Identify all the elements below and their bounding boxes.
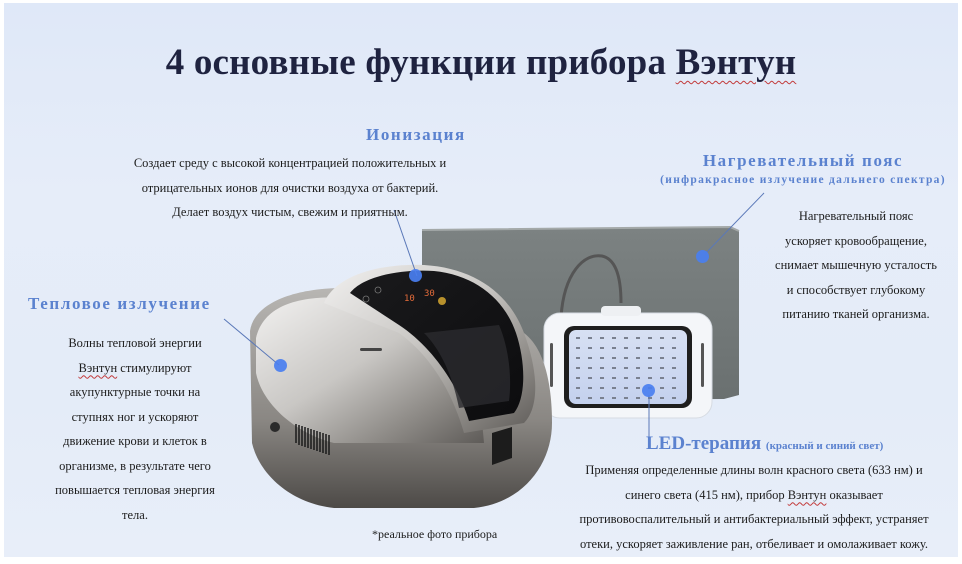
footnote: *реальное фото прибора	[372, 527, 498, 541]
page-title: 4 основные функции прибора Вэнтун	[4, 41, 958, 84]
ionization-callout-line	[393, 209, 418, 277]
thermal-line-rest: стимулируют	[120, 360, 192, 375]
title-text: 4 основные функции прибора	[165, 42, 676, 83]
thermal-line: организме, в результате чего	[59, 458, 211, 473]
thermal-line: ступнях ног и ускоряют	[71, 409, 199, 424]
led-subheading: (красный и синий свет)	[765, 440, 884, 452]
brand-name: Вэнтун	[787, 487, 827, 502]
belt-line: Нагревательный пояс	[798, 209, 914, 223]
ionization-line: Создает среду с высокой концентрацией по…	[133, 156, 447, 170]
thermal-line: Вэнтун стимулируют	[30, 356, 240, 381]
led-line: отеки, ускоряет заживление ран, отбелива…	[580, 536, 928, 551]
thermal-callout-line	[223, 318, 280, 366]
led-marker	[642, 384, 655, 397]
belt-subheading: (инфракрасное излучение дальнего спектра…	[660, 174, 946, 186]
led-line-end: оказывает	[829, 487, 883, 502]
belt-line: снимает мышечную усталость	[775, 258, 937, 272]
product-illustration: 10 30	[223, 192, 765, 508]
ionization-text: Создает среду с высокой концентрацией по…	[100, 151, 480, 225]
ionization-line: Делает воздух чистым, свежим и приятным.	[172, 205, 408, 219]
belt-callout-line	[703, 192, 765, 256]
belt-line: ускоряет кровообращение,	[785, 233, 927, 248]
thermal-line: тела.	[122, 507, 148, 522]
led-text: Применяя определенные длины волн красног…	[564, 458, 944, 556]
belt-heading: Нагревательный пояс	[702, 151, 904, 170]
belt-marker	[696, 250, 709, 263]
led-line-start: синего света (415 нм), прибор	[625, 487, 785, 502]
ionization-marker	[409, 269, 422, 282]
led-pad-image	[543, 306, 713, 419]
thermal-line: Волны тепловой энергии	[68, 336, 202, 350]
led-heading-text: LED-терапия	[646, 433, 762, 454]
belt-text: Нагревательный пояс ускоряет кровообраще…	[756, 204, 956, 327]
thermal-line: движение крови и клеток в	[63, 434, 207, 448]
thermal-line: акупунктурные точки на	[69, 385, 201, 399]
belt-line: и способствует глубокому	[786, 282, 926, 297]
led-line: противовоспалительный и антибактериальны…	[579, 512, 929, 526]
brand-name: Вэнтун	[78, 360, 118, 375]
led-line: Применяя определенные длины волн красног…	[585, 463, 923, 477]
thermal-marker	[274, 359, 287, 372]
title-brand: Вэнтун	[675, 42, 797, 83]
thermal-text: Волны тепловой энергии Вэнтун стимулирую…	[30, 331, 240, 527]
belt-line: питанию тканей организма.	[782, 307, 930, 321]
device-display-left: 10	[404, 294, 415, 304]
device-display-right: 30	[424, 289, 435, 299]
infographic-slide: 4 основные функции прибора Вэнтун	[4, 3, 958, 557]
thermal-line: повышается тепловая энергия	[55, 483, 215, 497]
led-line: синего света (415 нм), прибор Вэнтун ока…	[564, 483, 944, 508]
led-heading: LED-терапия (красный и синий свет)	[646, 433, 883, 455]
ionization-line: отрицательных ионов для очистки воздуха …	[141, 180, 439, 195]
thermal-heading: Тепловое излучение	[28, 294, 211, 313]
device-image: 10 30	[250, 264, 552, 508]
ionization-heading: Ионизация	[366, 125, 466, 144]
